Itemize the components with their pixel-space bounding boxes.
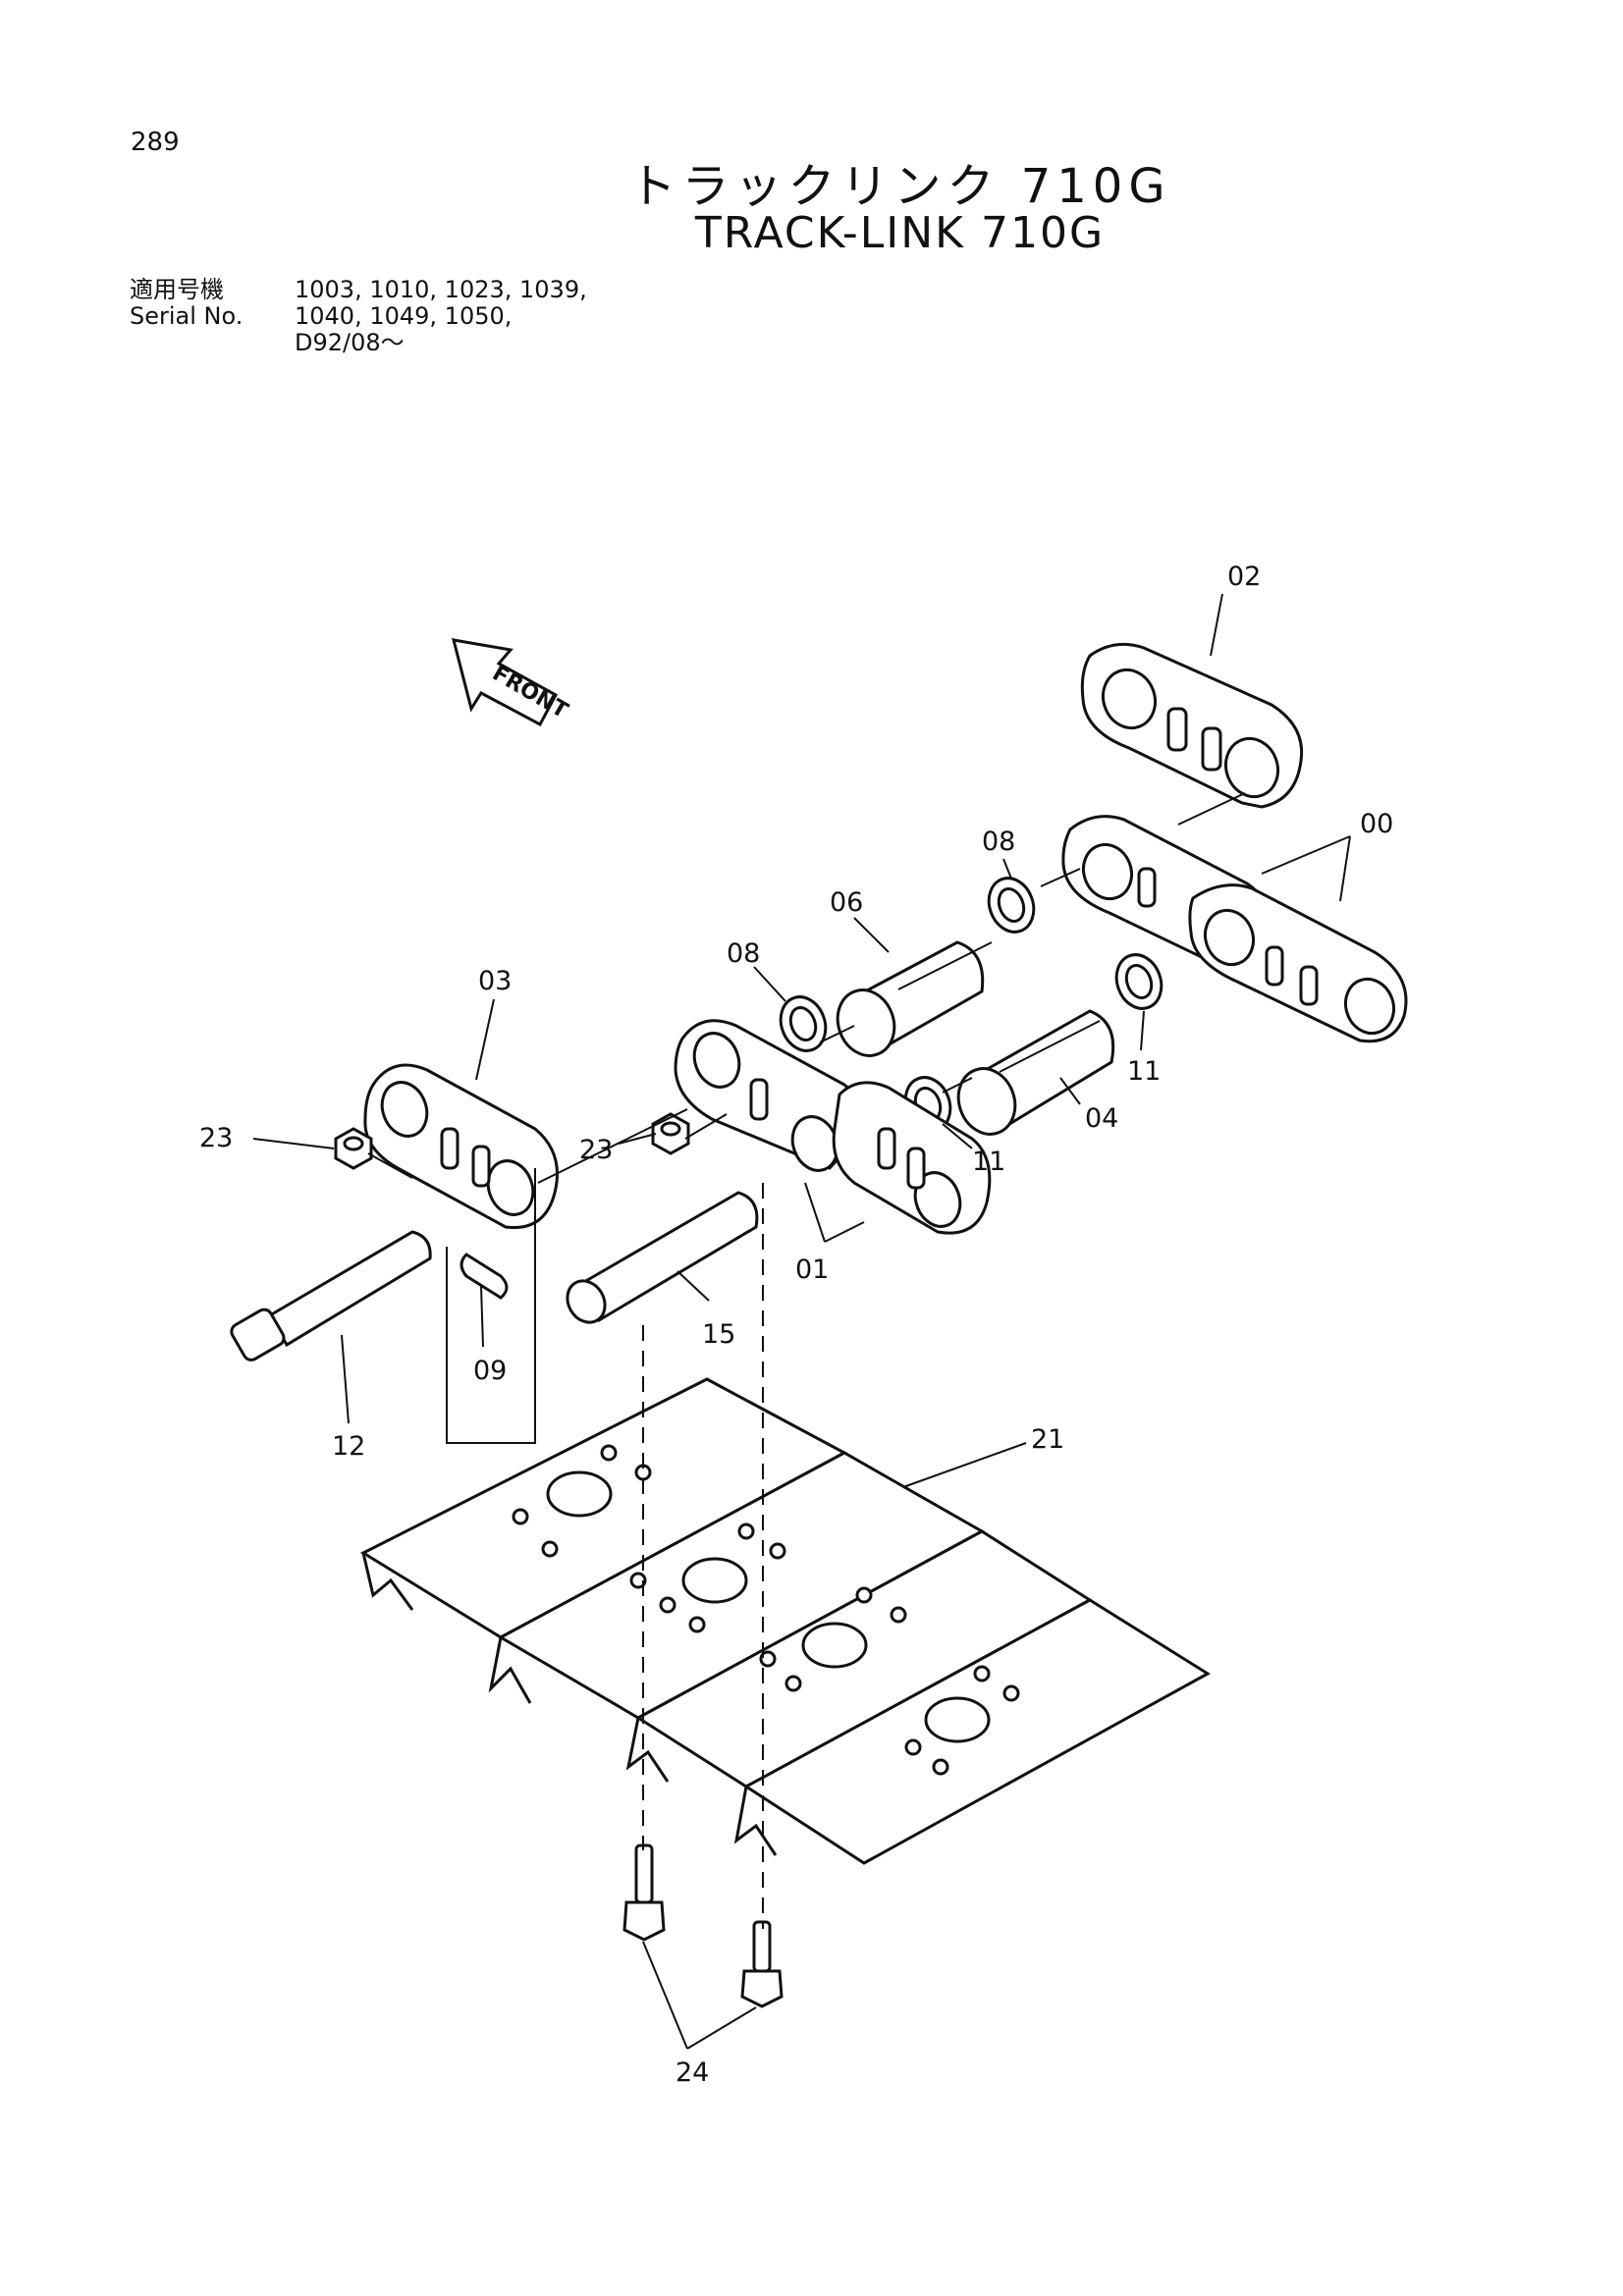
callout-24: 24 [676, 2057, 709, 2088]
serial-line-2: 1040, 1049, 1050, [295, 302, 513, 330]
callout-11-right: 11 [1127, 1056, 1161, 1087]
serial-line-3: D92/08～ [295, 329, 405, 356]
serial-label-en: Serial No. [130, 302, 243, 330]
bolt-24-right [740, 1920, 784, 2008]
serial-values: 1003, 1010, 1023, 1039, 1040, 1049, 1050… [295, 277, 785, 356]
bushing-04 [956, 1009, 1115, 1136]
pin-15 [566, 1191, 759, 1324]
serial-line-1: 1003, 1010, 1023, 1039, [295, 276, 587, 303]
callout-01: 01 [795, 1255, 829, 1285]
front-arrow: FRONT [451, 638, 571, 727]
title-japanese: トラックリンク 710G [628, 159, 1171, 214]
callout-08-left: 08 [727, 938, 760, 969]
callout-06: 06 [830, 887, 863, 918]
nut-23-right [651, 1112, 690, 1155]
track-link-00 [1061, 815, 1408, 1043]
callout-23-right: 23 [579, 1135, 613, 1165]
callout-15: 15 [702, 1319, 735, 1350]
bushing-06 [836, 940, 985, 1057]
nut-23-left [334, 1127, 373, 1170]
serial-label-jp: 適用号機 [130, 276, 224, 303]
track-link-01 [674, 1019, 992, 1235]
bolt-24-left [622, 1843, 666, 1942]
pin-09 [460, 1253, 509, 1300]
pin-12 [230, 1230, 432, 1362]
callout-00: 00 [1360, 809, 1393, 839]
callout-21: 21 [1031, 1424, 1064, 1455]
callout-02: 02 [1227, 561, 1261, 592]
title-english: TRACK-LINK 710G [694, 208, 1106, 258]
leader-lines [252, 593, 1351, 2050]
callout-09: 09 [473, 1356, 507, 1386]
seal-08-left [779, 995, 828, 1052]
track-link-03 [363, 1063, 559, 1230]
seal-08-right [987, 877, 1036, 934]
track-link-02 [1080, 642, 1304, 809]
callout-08-right: 08 [982, 827, 1015, 857]
callout-23-left: 23 [199, 1123, 233, 1153]
track-shoe-21 [359, 1377, 1211, 1865]
assembly-lines [367, 792, 1246, 1929]
callout-04: 04 [1085, 1103, 1118, 1134]
callout-11-left: 11 [972, 1147, 1005, 1177]
serial-labels: 適用号機 Serial No. [130, 277, 297, 330]
seal-11-right [1114, 953, 1163, 1010]
callout-12: 12 [332, 1431, 365, 1462]
page-number: 289 [131, 128, 180, 157]
callout-03: 03 [478, 966, 512, 996]
callouts: 02 00 08 06 08 11 04 03 23 23 11 01 15 0… [199, 561, 1393, 2088]
